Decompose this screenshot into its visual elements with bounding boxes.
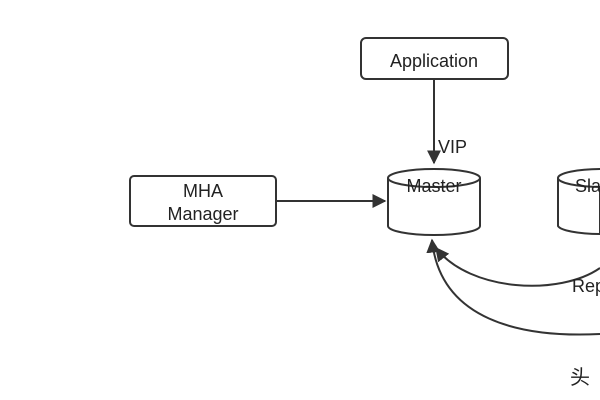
replication-edge-inner: [435, 246, 600, 287]
mha-manager-label-line1: MHA: [183, 181, 223, 201]
slave-node: Sla: [557, 168, 600, 236]
vip-label: VIP: [438, 137, 467, 157]
master-node: Master: [387, 168, 481, 236]
master-label: Master: [406, 176, 461, 196]
application-label: Application: [390, 51, 478, 71]
master-cylinder-body: [387, 178, 481, 236]
slave-label: Sla: [575, 176, 600, 196]
replication-edge-outer: [426, 238, 600, 336]
mha-manager-label-line2: Manager: [167, 204, 238, 224]
slave-cylinder-top: [557, 168, 600, 188]
application-node: Application: [360, 37, 509, 80]
replication-label: Rep: [572, 276, 600, 296]
master-cylinder-top: [387, 168, 481, 188]
watermark-text: 头: [570, 365, 590, 389]
mha-manager-node: MHA Manager: [129, 175, 277, 227]
slave-cylinder-body: [557, 178, 600, 236]
